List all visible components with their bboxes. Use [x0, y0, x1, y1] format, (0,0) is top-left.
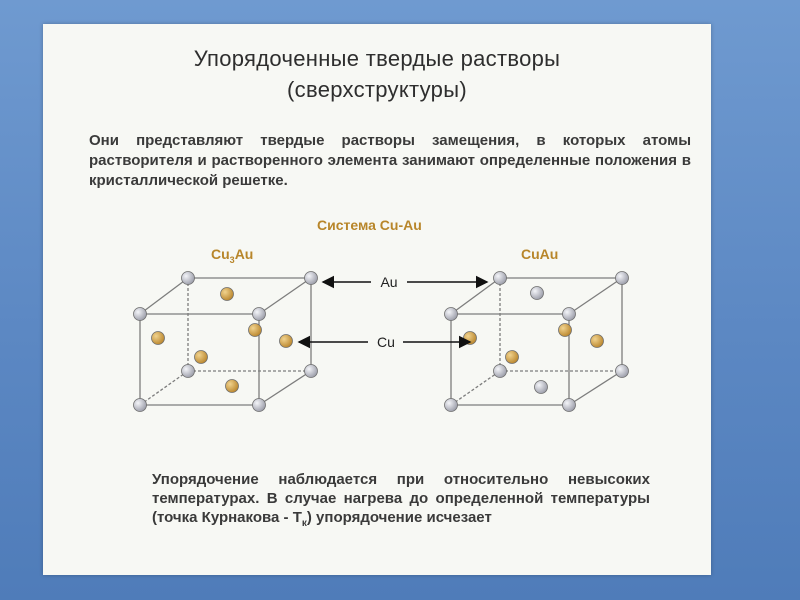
slide-title-line1: Упорядоченные твердые растворы [193, 46, 561, 71]
au-atom [530, 286, 544, 300]
au-atom [534, 380, 548, 394]
au-atom [181, 364, 195, 378]
au-atom [304, 364, 318, 378]
outro-sub: к [301, 518, 307, 529]
slide-panel: Упорядоченные твердые растворы (сверхстр… [43, 24, 711, 575]
au-atom [181, 271, 195, 285]
atoms-cu3au [133, 271, 318, 412]
arrows [297, 275, 489, 349]
cu-atom [505, 350, 519, 364]
cu-atom [151, 331, 165, 345]
atoms-cuau [444, 271, 629, 412]
au-atom [562, 398, 576, 412]
cu-atom [194, 350, 208, 364]
outro-main: Упорядочение наблюдается при относительн… [152, 471, 650, 526]
au-atom [444, 307, 458, 321]
arrow-label-cu: Cu [377, 334, 395, 350]
outro-paragraph: Упорядочение наблюдается при относительн… [152, 470, 650, 533]
au-atom [252, 398, 266, 412]
au-atom [493, 364, 507, 378]
au-atom [304, 271, 318, 285]
slide-title-line2: (сверхструктуры) [287, 77, 467, 102]
au-atom [133, 398, 147, 412]
cu-atom [279, 334, 293, 348]
au-atom [444, 398, 458, 412]
cuau-label: CuAu [521, 246, 559, 262]
cu3au-tail: Au [234, 246, 254, 262]
au-atom [252, 307, 266, 321]
outro-tail: ) упорядочение исчезает [306, 509, 492, 526]
cube-cu3au [139, 277, 312, 406]
arrow-label-au: Au [380, 274, 397, 290]
cube-cuau [450, 277, 623, 406]
au-atom [615, 271, 629, 285]
au-atom [493, 271, 507, 285]
cu3au-base: Cu [211, 246, 230, 262]
cu3au-sub: 3 [229, 254, 235, 265]
au-atom [133, 307, 147, 321]
intro-paragraph: Они представляют твердые растворы замеще… [89, 132, 691, 189]
cu-atom [220, 287, 234, 301]
cu3au-label: Cu3Au [211, 246, 253, 265]
au-atom [562, 307, 576, 321]
cu-atom [558, 323, 572, 337]
cu-atom [248, 323, 262, 337]
system-label: Система Cu-Au [317, 217, 422, 233]
cu-atom [590, 334, 604, 348]
crystal-lattice-diagram: Au Cu [133, 271, 629, 412]
au-atom [615, 364, 629, 378]
cu-atom [225, 379, 239, 393]
